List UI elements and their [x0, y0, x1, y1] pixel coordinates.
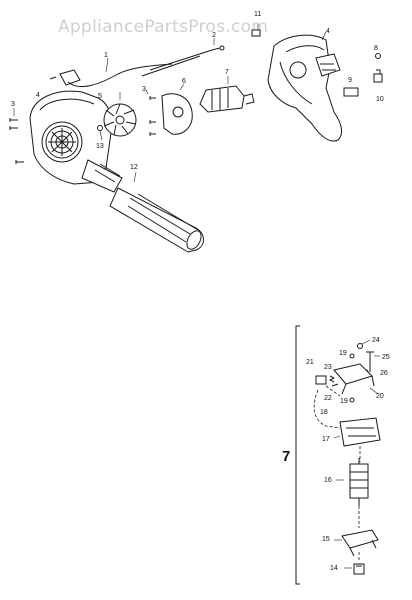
callout-21: 21 [306, 359, 314, 366]
callout-3b: 3 [142, 86, 146, 93]
group-label-7: 7 [282, 448, 290, 465]
fan-impeller [103, 92, 137, 137]
label-plate-9 [343, 87, 359, 97]
callout-13: 13 [96, 143, 104, 150]
callout-17: 17 [322, 436, 330, 443]
callout-25: 25 [382, 354, 390, 361]
group-bracket [295, 325, 300, 585]
screws-left [9, 108, 24, 164]
wire-harness [141, 38, 225, 77]
bracket-15 [334, 529, 379, 557]
housing-right [267, 31, 342, 142]
callout-26: 26 [380, 370, 388, 377]
switch-11 [251, 24, 261, 37]
wire-dash-2 [325, 385, 341, 397]
callout-16: 16 [324, 477, 332, 484]
callout-11: 11 [254, 11, 261, 18]
callout-2: 2 [212, 32, 216, 39]
switch-knob-10 [373, 69, 383, 83]
power-cord [49, 57, 173, 87]
callout-6: 6 [182, 78, 186, 85]
callout-9: 9 [348, 77, 352, 84]
callout-18: 18 [320, 409, 328, 416]
callout-7: 7 [225, 69, 229, 76]
housing-left [29, 90, 123, 193]
armature-16 [336, 458, 369, 506]
watermark: AppliancePartsPros.com [58, 17, 268, 37]
screw-25 [366, 351, 380, 372]
screws-mid [145, 89, 156, 136]
callout-10: 10 [376, 96, 384, 103]
stator-17 [333, 417, 381, 447]
motor-plate [161, 83, 193, 135]
washer-19b [349, 397, 355, 403]
callout-4a: 4 [36, 92, 40, 99]
callout-5: 5 [98, 93, 102, 100]
screw-13 [97, 125, 103, 141]
callout-19b: 19 [340, 398, 348, 405]
motor [199, 76, 255, 113]
callout-1: 1 [104, 52, 108, 59]
screw-8 [375, 53, 381, 59]
nut-14 [344, 563, 365, 575]
wire-18-dash [313, 389, 341, 429]
screw-24 [357, 339, 371, 349]
bracket-20 [333, 363, 379, 395]
brush-holder-21 [315, 375, 327, 385]
nozzle-tube [109, 171, 204, 253]
callout-23: 23 [324, 364, 332, 371]
callout-8: 8 [374, 45, 378, 52]
callout-14: 14 [330, 565, 338, 572]
washer-19a [349, 353, 355, 359]
callout-4b: 4 [326, 28, 330, 35]
spring-23 [328, 375, 336, 383]
callout-20: 20 [376, 393, 384, 400]
callout-3a: 3 [11, 101, 15, 108]
brush-22 [331, 383, 339, 387]
callout-24: 24 [372, 337, 380, 344]
callout-22: 22 [324, 395, 332, 402]
callout-19a: 19 [339, 350, 347, 357]
callout-15: 15 [322, 536, 330, 543]
callout-12: 12 [130, 164, 138, 171]
